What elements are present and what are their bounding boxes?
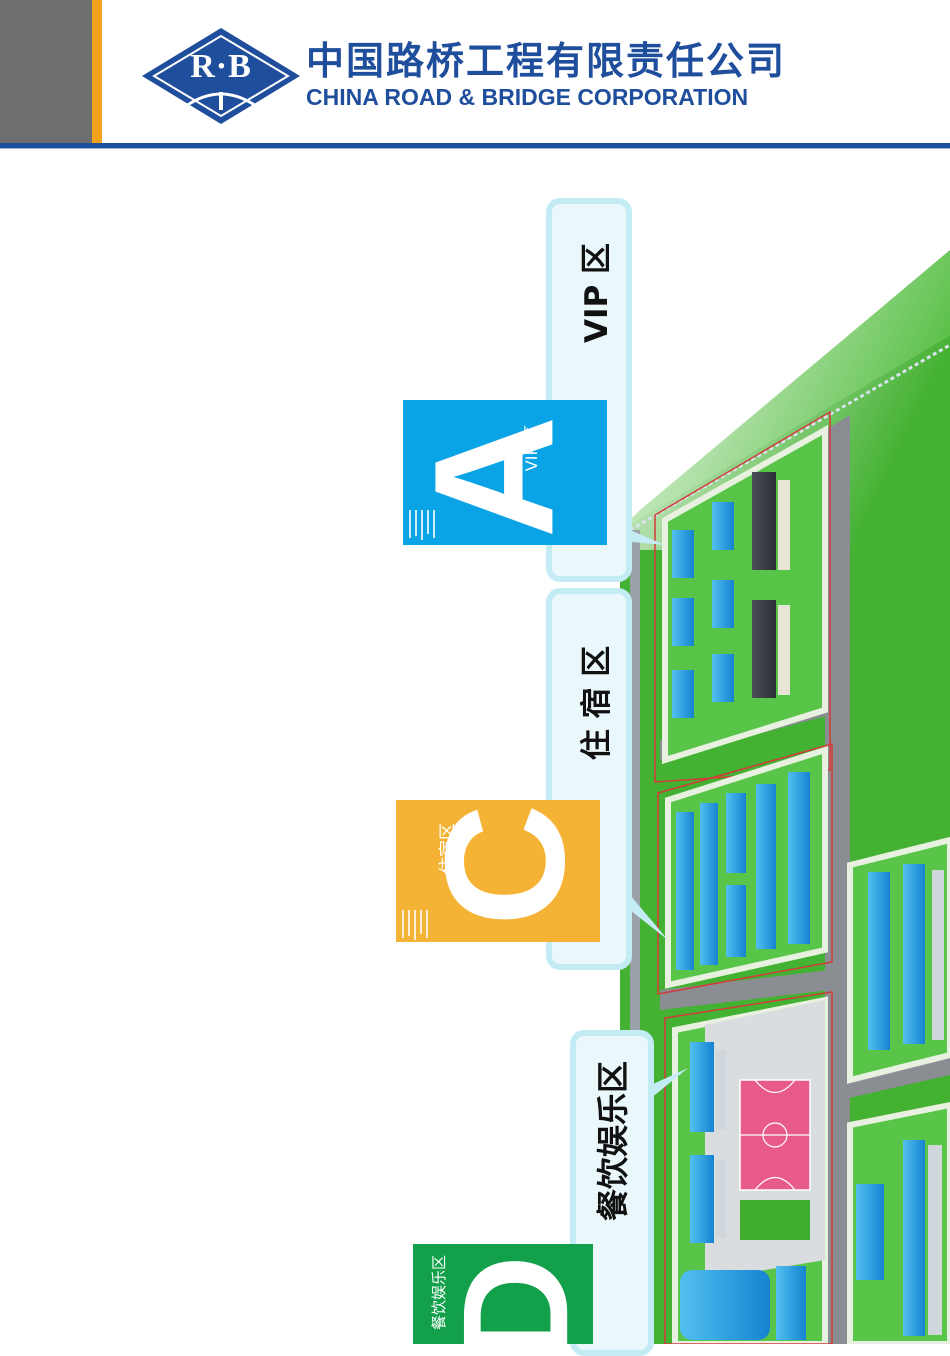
vip-buildings xyxy=(672,472,790,718)
dorm-zone-label: 住 宿 区 xyxy=(579,645,615,761)
dorm-buildings-east xyxy=(868,864,944,1050)
zone-card-d: D 餐饮娱乐区 xyxy=(413,1244,593,1344)
header-rule xyxy=(0,143,950,148)
zone-card-c: C 住宿区 xyxy=(396,800,600,942)
zone-card-c-label: 住宿区 xyxy=(438,823,458,874)
company-name-cn: 中国路桥工程有限责任公司 xyxy=(306,39,787,83)
company-logo-icon xyxy=(142,28,300,124)
zone-card-a-label: VIP 区 xyxy=(522,424,542,472)
logo-text: R·B xyxy=(190,48,252,85)
zone-card-a: A VIP 区 xyxy=(403,400,607,545)
zone-card-c-legend xyxy=(402,910,428,940)
dorm-buildings xyxy=(676,772,810,970)
east-buildings-lower xyxy=(856,1140,942,1336)
header-rule-light xyxy=(0,148,950,149)
zone-card-d-letter: D xyxy=(431,1254,593,1344)
dining-buildings xyxy=(680,1042,806,1340)
basketball-court xyxy=(739,1079,811,1191)
site-plan-rendering xyxy=(540,250,950,1344)
header-orange-stripe xyxy=(92,0,102,144)
company-name-en: CHINA ROAD & BRIDGE CORPORATION xyxy=(306,84,749,110)
page-header: R·B 中国路桥工程有限责任公司 CHINA ROAD & BRIDGE COR… xyxy=(0,0,950,150)
zone-card-d-label: 餐饮娱乐区 xyxy=(430,1254,449,1331)
zone-card-a-legend xyxy=(409,510,435,540)
header-gray-block xyxy=(0,0,92,144)
dining-zone-label: 餐饮娱乐区 xyxy=(594,1061,632,1222)
vip-zone-label: VIP 区 xyxy=(579,242,615,344)
